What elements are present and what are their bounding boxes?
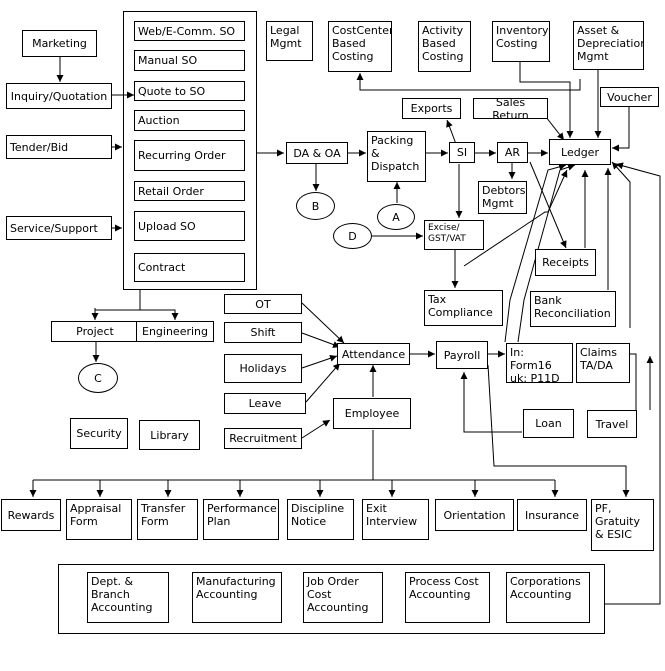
shift-node[interactable]: Shift (224, 322, 302, 343)
sales-order-group (123, 11, 257, 290)
loan-node[interactable]: Loan (523, 409, 574, 438)
rewards-node[interactable]: Rewards (1, 499, 61, 531)
quote-to-so-node[interactable]: Quote to SO (134, 81, 245, 101)
manufacturing-accounting-node[interactable]: Manufacturing Accounting (192, 572, 282, 623)
connector-d: D (333, 223, 372, 249)
process-cost-accounting-node[interactable]: Process Cost Accounting (405, 572, 490, 623)
recurring-order-node[interactable]: Recurring Order (134, 140, 245, 171)
service-support-node[interactable]: Service/Support (6, 216, 112, 240)
ledger-node[interactable]: Ledger (549, 139, 611, 165)
leave-node[interactable]: Leave (224, 393, 306, 414)
auction-node[interactable]: Auction (134, 110, 245, 131)
retail-order-node[interactable]: Retail Order (134, 181, 245, 201)
voucher-node[interactable]: Voucher (600, 87, 659, 107)
connector-a: A (377, 204, 415, 230)
inventory-costing-node[interactable]: Inventory Costing (492, 21, 550, 62)
holidays-node[interactable]: Holidays (224, 354, 302, 383)
ot-node[interactable]: OT (224, 294, 302, 314)
form16-p11d-node[interactable]: In: Form16 uk: P11D (506, 343, 573, 383)
da-oa-node[interactable]: DA & OA (286, 142, 348, 164)
orientation-node[interactable]: Orientation (435, 499, 514, 531)
appraisal-form-node[interactable]: Appraisal Form (66, 499, 132, 540)
manual-so-node[interactable]: Manual SO (134, 50, 245, 71)
claims-tada-node[interactable]: Claims TA/DA (576, 343, 630, 383)
web-ecomm-so-node[interactable]: Web/E-Comm. SO (134, 21, 245, 41)
attendance-node[interactable]: Attendance (337, 343, 410, 365)
exit-interview-node[interactable]: Exit Interview (362, 499, 429, 540)
library-node[interactable]: Library (139, 420, 200, 450)
security-node[interactable]: Security (70, 418, 128, 449)
payroll-node[interactable]: Payroll (436, 341, 488, 369)
tender-bid-node[interactable]: Tender/Bid (6, 135, 112, 159)
engineering-node[interactable]: Engineering (136, 321, 214, 342)
legal-mgmt-node[interactable]: Legal Mgmt (266, 21, 313, 61)
connector-b: B (296, 192, 335, 220)
inquiry-quotation-node[interactable]: Inquiry/Quotation (6, 83, 112, 109)
employee-node[interactable]: Employee (333, 398, 411, 429)
project-node[interactable]: Project (51, 321, 139, 342)
dept-branch-accounting-node[interactable]: Dept. & Branch Accounting (87, 572, 169, 623)
insurance-node[interactable]: Insurance (517, 499, 587, 531)
costcenter-costing-node[interactable]: CostCenter Based Costing (328, 21, 392, 72)
recruitment-node[interactable]: Recruitment (224, 428, 302, 449)
bank-reconciliation-node[interactable]: Bank Reconciliation (530, 291, 616, 327)
contract-node[interactable]: Contract (134, 253, 245, 282)
accounting-group (58, 564, 605, 634)
upload-so-node[interactable]: Upload SO (134, 211, 245, 241)
transfer-form-node[interactable]: Transfer Form (137, 499, 198, 540)
debtors-mgmt-node[interactable]: Debtors Mgmt (478, 181, 527, 214)
receipts-node[interactable]: Receipts (535, 249, 596, 276)
excise-gst-vat-node[interactable]: Excise/ GST/VAT (424, 220, 484, 250)
si-node[interactable]: SI (449, 142, 475, 163)
pf-gratuity-esic-node[interactable]: PF, Gratuity & ESIC (591, 499, 654, 551)
job-order-cost-accounting-node[interactable]: Job Order Cost Accounting (303, 572, 383, 623)
ar-node[interactable]: AR (497, 142, 528, 163)
asset-depreciation-node[interactable]: Asset & Depreciation Mgmt (573, 21, 644, 70)
performance-plan-node[interactable]: Performance Plan (203, 499, 279, 540)
marketing-node[interactable]: Marketing (22, 30, 97, 57)
sales-return-node[interactable]: Sales Return (473, 98, 548, 119)
corporations-accounting-node[interactable]: Corporations Accounting (506, 572, 590, 623)
tax-compliance-node[interactable]: Tax Compliance (424, 290, 503, 326)
exports-node[interactable]: Exports (402, 98, 461, 119)
activity-costing-node[interactable]: Activity Based Costing (418, 21, 471, 72)
packing-dispatch-node[interactable]: Packing & Dispatch (367, 131, 426, 182)
travel-node[interactable]: Travel (587, 410, 637, 438)
connector-c: C (78, 363, 118, 393)
discipline-notice-node[interactable]: Discipline Notice (287, 499, 354, 540)
